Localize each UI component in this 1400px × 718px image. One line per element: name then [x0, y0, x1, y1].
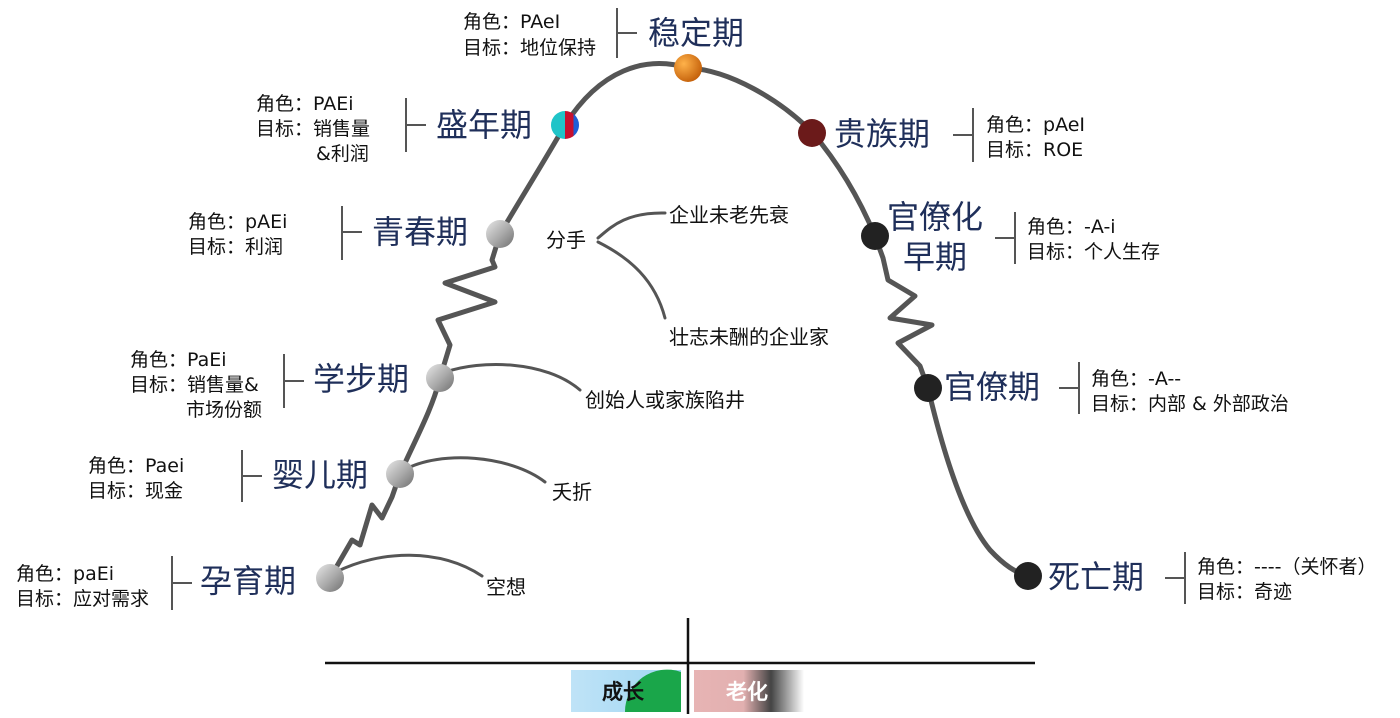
goal-line-bureaucracy: 目标：内部 & 外部政治 — [1091, 393, 1289, 415]
role-line-adolescence: 角色：pAEi — [188, 211, 287, 233]
info-early-bureaucracy: 角色：-A-i 目标：个人生存 — [1027, 216, 1160, 263]
stage-names: 孕育期 婴儿期 学步期 青春期 盛年期 稳定期 贵族期 官僚化 早期 官僚期 死… — [200, 14, 1144, 600]
goal-line2-go-go: 市场份额 — [186, 399, 262, 421]
stage-name-prime: 盛年期 — [436, 106, 532, 144]
node-go-go — [426, 364, 454, 392]
phase-growth: 成长 — [571, 669, 681, 712]
phase-aging: 老化 — [694, 670, 804, 712]
role-line-prime: 角色：PAEi — [256, 93, 354, 115]
info-go-go: 角色：PaEi 目标：销售量& 市场份额 — [130, 349, 262, 421]
info-brackets — [171, 8, 1186, 610]
node-infancy — [386, 460, 414, 488]
outcomes: 空想 夭折 创始人或家族陷井 分手 企业未老先衰 壮志未酬的企业家 — [486, 203, 829, 599]
info-infancy: 角色：Paei 目标：现金 — [88, 455, 184, 502]
goal-line-gestation: 目标：应对需求 — [16, 588, 149, 610]
info-adolescence: 角色：pAEi 目标：利润 — [188, 211, 287, 258]
goal-line2-prime: &利润 — [316, 143, 369, 165]
info-stable: 角色：PAeI 目标：地位保持 — [463, 11, 596, 59]
goal-line-infancy: 目标：现金 — [88, 480, 183, 502]
outcome-unfulfilled: 壮志未酬的企业家 — [669, 325, 829, 349]
goal-line-stable: 目标：地位保持 — [463, 37, 596, 59]
goal-line-go-go: 目标：销售量& — [130, 374, 259, 396]
outcome-founder-trap: 创始人或家族陷井 — [585, 388, 745, 412]
phase-growth-label: 成长 — [602, 680, 645, 704]
stage-nodes — [316, 54, 1042, 592]
role-line-early-bureaucracy: 角色：-A-i — [1027, 216, 1116, 238]
role-line-aristocracy: 角色：pAeI — [986, 114, 1085, 136]
info-aristocracy: 角色：pAeI 目标：ROE — [986, 114, 1085, 161]
node-bureaucracy — [914, 374, 942, 402]
node-aristocracy — [798, 119, 826, 147]
stage-name-early-bureaucracy-line2: 早期 — [903, 238, 967, 276]
stage-name-bureaucracy: 官僚期 — [944, 368, 1040, 406]
role-line-stable: 角色：PAeI — [463, 11, 560, 33]
info-bureaucracy: 角色：-A-- 目标：内部 & 外部政治 — [1091, 368, 1289, 415]
stage-name-early-bureaucracy-line1: 官僚化 — [887, 198, 983, 236]
goal-line-early-bureaucracy: 目标：个人生存 — [1027, 241, 1160, 263]
stage-name-death: 死亡期 — [1048, 558, 1144, 596]
goal-line-death: 目标：奇迹 — [1197, 581, 1292, 603]
outcome-infant-mortality: 夭折 — [552, 480, 592, 504]
phase-axis — [325, 618, 1035, 714]
role-line-bureaucracy: 角色：-A-- — [1091, 368, 1181, 390]
stage-name-go-go: 学步期 — [313, 360, 409, 398]
info-gestation: 角色：paEi 目标：应对需求 — [16, 563, 149, 610]
node-prime — [551, 111, 579, 139]
info-death: 角色：----（关怀者） 目标：奇迹 — [1197, 556, 1376, 603]
outcome-connectors — [334, 211, 667, 578]
stage-name-gestation: 孕育期 — [200, 562, 296, 600]
node-adolescence — [486, 220, 514, 248]
node-death — [1014, 562, 1042, 590]
role-line-death: 角色：----（关怀者） — [1197, 556, 1376, 578]
phase-aging-label: 老化 — [726, 680, 768, 704]
outcome-premature-aging: 企业未老先衰 — [669, 203, 789, 227]
node-gestation — [316, 564, 344, 592]
goal-line-aristocracy: 目标：ROE — [986, 139, 1083, 161]
stage-name-adolescence: 青春期 — [372, 213, 468, 251]
outcome-fantasy: 空想 — [486, 575, 526, 599]
info-prime: 角色：PAEi 目标：销售量 &利润 — [256, 93, 370, 165]
node-stable — [674, 54, 702, 82]
node-early-bureaucracy — [861, 222, 889, 250]
stage-name-infancy: 婴儿期 — [272, 456, 368, 494]
role-line-infancy: 角色：Paei — [88, 455, 184, 477]
stage-name-stable: 稳定期 — [648, 14, 744, 52]
goal-line-adolescence: 目标：利润 — [188, 236, 283, 258]
goal-line-prime: 目标：销售量 — [256, 118, 370, 140]
outcome-divorce: 分手 — [546, 228, 586, 252]
role-line-gestation: 角色：paEi — [16, 563, 114, 585]
stage-name-aristocracy: 贵族期 — [834, 115, 930, 153]
role-line-go-go: 角色：PaEi — [130, 349, 227, 371]
